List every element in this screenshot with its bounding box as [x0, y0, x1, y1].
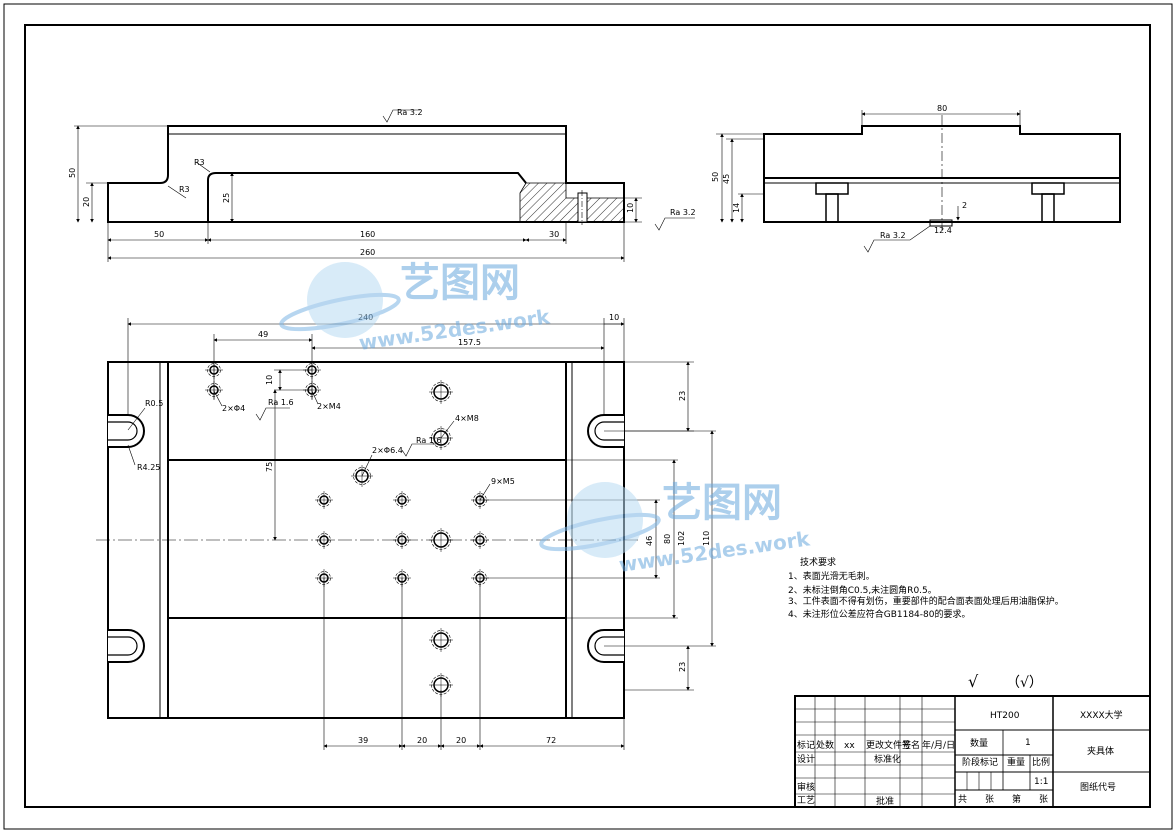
- tb-qty-value: 1: [1025, 738, 1031, 748]
- front-view: 50 20 25 10 50 160 30 260 R3 R3 Ra 3.2 R…: [68, 108, 696, 262]
- tb-count: 处数: [816, 739, 834, 751]
- callout-4x-m8: 4×M8: [455, 414, 479, 423]
- callout-ra16: Ra 1.6: [268, 398, 294, 407]
- tb-material: HT200: [990, 711, 1020, 721]
- front-dim-20: 20: [82, 197, 91, 207]
- front-dim-w260: 260: [360, 248, 375, 257]
- tb-scale-value: 1:1: [1034, 777, 1048, 787]
- tb-part-name: 夹具体: [1087, 745, 1114, 757]
- front-radius-label: R3: [179, 185, 190, 194]
- note-item: 4、未注形位公差应符合GB1184-80的要求。: [788, 608, 970, 620]
- tb-approve: 批准: [876, 795, 894, 807]
- front-radius-label: R3: [194, 158, 205, 167]
- watermark-brand: 艺图网: [400, 260, 520, 306]
- top-dim-39: 39: [358, 736, 368, 745]
- callout-r425: R4.25: [137, 463, 160, 472]
- title-block: [794, 695, 1151, 808]
- side-dim-80: 80: [937, 104, 947, 113]
- surface-finish-mark: √: [968, 672, 979, 691]
- tb-qty-label: 数量: [970, 737, 988, 749]
- tb-process: 工艺: [797, 795, 815, 806]
- side-dim-14: 14: [732, 203, 741, 213]
- top-view: 240 10 49 157.5 10 75 23 23 110 102 80 4…: [96, 313, 716, 750]
- top-dim-20b: 20: [456, 736, 466, 745]
- note-item: 1、表面光滑无毛刺。: [788, 570, 875, 582]
- tb-mark: 标记: [797, 739, 815, 751]
- roughness-label: Ra 3.2: [880, 231, 906, 240]
- tb-xx: xx: [844, 741, 855, 751]
- tb-weight: 重量: [1007, 756, 1025, 768]
- side-dim-45: 45: [722, 174, 731, 184]
- top-dim-10: 10: [609, 313, 619, 322]
- tb-sign: 签名: [902, 739, 920, 751]
- front-dim-w50: 50: [154, 230, 164, 239]
- top-dim-49: 49: [258, 330, 268, 339]
- tb-stage: 阶段标记: [962, 756, 998, 768]
- tb-sheet-no: 第 张: [1012, 793, 1048, 805]
- tb-date: 年/月/日: [922, 739, 955, 751]
- top-dim-46: 46: [645, 536, 654, 546]
- tb-total-sheets: 共 张: [958, 794, 994, 805]
- inner-frame: [24, 24, 1151, 808]
- watermark: 艺图网 www.52des.work: [279, 260, 552, 355]
- tb-scale-label: 比例: [1032, 756, 1050, 768]
- front-dim-w30: 30: [549, 230, 559, 239]
- front-view-outline: [107, 125, 625, 223]
- callout-2x-phi64: 2×Φ6.4: [372, 446, 403, 455]
- top-dim-157: 157.5: [458, 338, 481, 347]
- note-item: 3、工件表面不得有划伤，重要部件的配合面表面处理后用油脂保护。: [788, 595, 1064, 607]
- watermark: 艺图网 www.52des.work: [539, 480, 812, 577]
- top-dim-80: 80: [663, 534, 672, 544]
- top-dim-110: 110: [702, 531, 711, 546]
- side-view-outline: [763, 125, 1121, 223]
- side-dim-groove: 12.4: [934, 226, 952, 235]
- top-dim-72: 72: [546, 736, 556, 745]
- front-dim-50: 50: [68, 168, 77, 178]
- tb-standardize: 标准化: [874, 753, 901, 765]
- section-hatch: [519, 182, 625, 223]
- title-block-text: 标记 处数 xx 更改文件号 签名 年/月/日 设计 标准化 审核 工艺 批准 …: [797, 709, 1123, 807]
- front-dim-10: 10: [626, 203, 635, 213]
- front-dim-25: 25: [222, 193, 231, 203]
- tb-design: 设计: [797, 753, 815, 765]
- top-dim-102: 102: [677, 531, 686, 546]
- side-view: 80 50 45 14 2 12.4 Ra 3.2: [711, 104, 1121, 253]
- side-dim-50: 50: [711, 172, 720, 182]
- tb-review: 审核: [797, 781, 815, 793]
- callout-9x-m5: 9×M5: [491, 477, 515, 486]
- notes-title: 技术要求: [800, 556, 836, 568]
- tb-drawing-code: 图纸代号: [1080, 781, 1116, 793]
- side-dim-2: 2: [962, 201, 967, 210]
- callout-2x-phi4: 2×Φ4: [222, 404, 245, 413]
- callout-r05: R0.5: [145, 399, 163, 408]
- top-dim-20a: 20: [417, 736, 427, 745]
- tb-change-doc: 更改文件号: [866, 739, 911, 751]
- hole-group: [205, 361, 489, 697]
- top-dim-75: 75: [265, 462, 274, 472]
- top-dim-v10: 10: [265, 375, 274, 385]
- technical-notes: 技术要求 1、表面光滑无毛刺。 2、未标注倒角C0.5,未注圆角R0.5。 3、…: [788, 556, 1064, 620]
- callout-2x-m4: 2×M4: [317, 402, 341, 411]
- roughness-label: Ra 3.2: [397, 108, 423, 117]
- watermark-url: www.52des.work: [617, 526, 812, 577]
- outer-border: [3, 3, 1173, 830]
- watermark-brand: 艺图网: [662, 480, 782, 526]
- callout-ra16: Ra 1.6: [416, 436, 442, 445]
- surface-finish-mark: （√）: [1006, 675, 1043, 691]
- front-dim-w160: 160: [360, 230, 375, 239]
- note-item: 2、未标注倒角C0.5,未注圆角R0.5。: [788, 584, 937, 596]
- top-dim-23b: 23: [678, 662, 687, 672]
- tb-school: XXXX大学: [1080, 709, 1123, 721]
- roughness-label: Ra 3.2: [670, 208, 696, 217]
- top-dim-23a: 23: [678, 391, 687, 401]
